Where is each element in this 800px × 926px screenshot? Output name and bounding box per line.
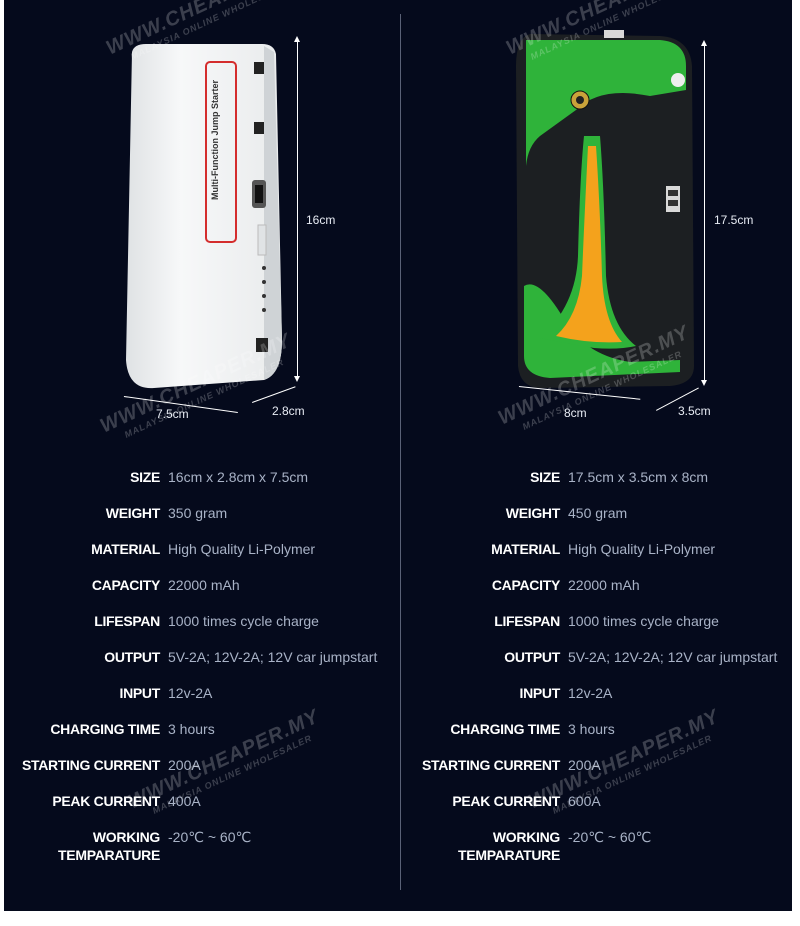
column-divider [400,14,401,890]
left-product-column: Multi-Function Jump Starter 16cm 7.5cm 2… [4,0,396,911]
height-dimension-line [704,44,705,380]
height-dimension-line [297,40,298,376]
green-jump-starter-image [516,30,694,388]
depth-dimension-label: 2.8cm [272,404,305,418]
device-label-text: Multi-Function Jump Starter [210,80,220,200]
spec-sheet-panel: Multi-Function Jump Starter 16cm 7.5cm 2… [4,0,792,911]
height-dimension-label: 16cm [306,213,336,227]
width-dimension-label: 7.5cm [156,407,189,421]
right-product-column: 17.5cm 8cm 3.5cm WWW.CHEAPER.MY MALAYSIA… [404,0,792,911]
width-dimension-label: 8cm [564,406,587,420]
depth-dimension-label: 3.5cm [678,404,711,418]
height-dimension-label: 17.5cm [714,213,754,227]
white-jump-starter-image: Multi-Function Jump Starter [126,44,282,389]
